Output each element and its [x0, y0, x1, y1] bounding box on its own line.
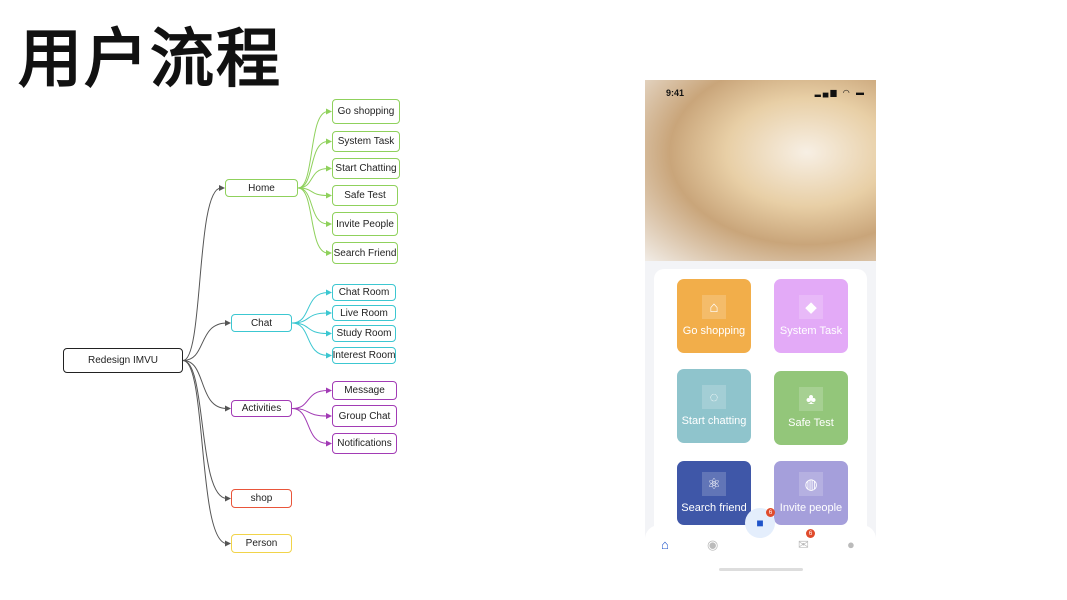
arrow-icon	[326, 138, 332, 145]
connector	[182, 187, 222, 361]
node-chat-child[interactable]: Live Room	[332, 305, 396, 321]
arrow-icon	[225, 320, 231, 326]
connector	[182, 360, 228, 499]
tile-label: Go shopping	[682, 325, 746, 337]
store-icon: ⌂	[702, 295, 726, 319]
node-person[interactable]: Person	[231, 534, 292, 553]
tile-start-chatting[interactable]: ◌ Start chatting	[677, 369, 751, 443]
atom-icon: ⚛	[702, 472, 726, 496]
node-activities-child[interactable]: Message	[332, 381, 397, 400]
connector	[291, 292, 329, 324]
tile-label: Search friend	[681, 502, 747, 514]
tile-invite-people[interactable]: ◍ Invite people	[774, 461, 848, 525]
root-node[interactable]: Redesign IMVU	[63, 348, 183, 373]
arrow-icon	[326, 440, 332, 447]
connector	[182, 360, 228, 544]
node-activities-child[interactable]: Notifications	[332, 433, 397, 454]
tile-safe-test[interactable]: ♣ Safe Test	[774, 371, 848, 445]
node-home-child[interactable]: Start Chatting	[332, 158, 400, 179]
node-home-child[interactable]: System Task	[332, 131, 400, 152]
chat-badge: 6	[766, 508, 775, 517]
arrow-icon	[326, 108, 332, 115]
node-home-child[interactable]: Safe Test	[332, 185, 398, 206]
tile-go-shopping[interactable]: ⌂ Go shopping	[677, 279, 751, 353]
connector	[297, 168, 329, 189]
tab-mail-icon[interactable]: ✉	[798, 537, 809, 552]
page-title: 用户流程	[18, 23, 282, 97]
node-home-child[interactable]: Invite People	[332, 212, 398, 236]
node-activities[interactable]: Activities	[231, 400, 292, 417]
node-home-child[interactable]: Search Friend	[332, 242, 398, 264]
node-home-child[interactable]: Go shopping	[332, 99, 400, 124]
arrow-icon	[326, 310, 332, 316]
connector	[297, 187, 329, 225]
cube-icon: ◆	[799, 295, 823, 319]
hero-illustration	[645, 80, 876, 261]
arrow-icon	[326, 387, 332, 394]
connector	[291, 322, 329, 334]
connector	[291, 390, 329, 409]
tab-home-icon[interactable]: ⌂	[661, 537, 669, 552]
arrow-icon	[326, 413, 332, 419]
tile-label: Safe Test	[788, 417, 834, 429]
connector	[182, 360, 228, 409]
node-chat-child[interactable]: Study Room	[332, 325, 396, 342]
arrow-icon	[326, 289, 332, 296]
tile-label: Invite people	[779, 502, 843, 514]
arrow-icon	[326, 221, 332, 227]
arrow-icon	[219, 185, 225, 191]
arrow-icon	[326, 330, 332, 337]
node-shop[interactable]: shop	[231, 489, 292, 508]
mail-badge: 6	[806, 529, 815, 538]
status-time: 9:41	[666, 88, 685, 98]
planet-icon: ◍	[799, 472, 823, 496]
connector	[297, 187, 329, 254]
connector	[297, 141, 329, 189]
connector	[291, 312, 329, 324]
connector	[291, 322, 329, 356]
plant-icon: ♣	[799, 387, 823, 411]
connector	[182, 322, 228, 361]
node-home[interactable]: Home	[225, 179, 298, 197]
tile-search-friend[interactable]: ⚛ Search friend	[677, 461, 751, 525]
arrow-icon	[326, 165, 332, 172]
arrow-icon	[225, 495, 231, 502]
home-indicator	[719, 568, 803, 571]
arrow-icon	[326, 352, 332, 359]
arrow-icon	[326, 250, 332, 256]
node-chat-child[interactable]: Interest Room	[332, 347, 396, 364]
tile-label: System Task	[779, 325, 843, 337]
node-chat[interactable]: Chat	[231, 314, 292, 332]
tab-profile-icon[interactable]: ●	[847, 537, 855, 552]
chat-bubble-icon: ■	[756, 516, 764, 530]
arrow-icon	[225, 540, 231, 547]
connector	[291, 408, 329, 444]
arrow-icon	[225, 405, 231, 412]
phone-mockup: 9:41 ▂▄▆ ◠ ▬ ⌂ Go shopping ◆ System Task ◌ St…	[645, 80, 876, 580]
tile-system-task[interactable]: ◆ System Task	[774, 279, 848, 353]
node-activities-child[interactable]: Group Chat	[332, 405, 397, 427]
chat-ring-icon: ◌	[702, 385, 726, 409]
node-chat-child[interactable]: Chat Room	[332, 284, 396, 301]
tile-label: Start chatting	[681, 415, 747, 427]
tab-discover-icon[interactable]: ◉	[707, 537, 719, 552]
connector	[297, 111, 329, 189]
arrow-icon	[326, 192, 332, 199]
status-icons: ▂▄▆ ◠ ▬	[814, 88, 866, 97]
